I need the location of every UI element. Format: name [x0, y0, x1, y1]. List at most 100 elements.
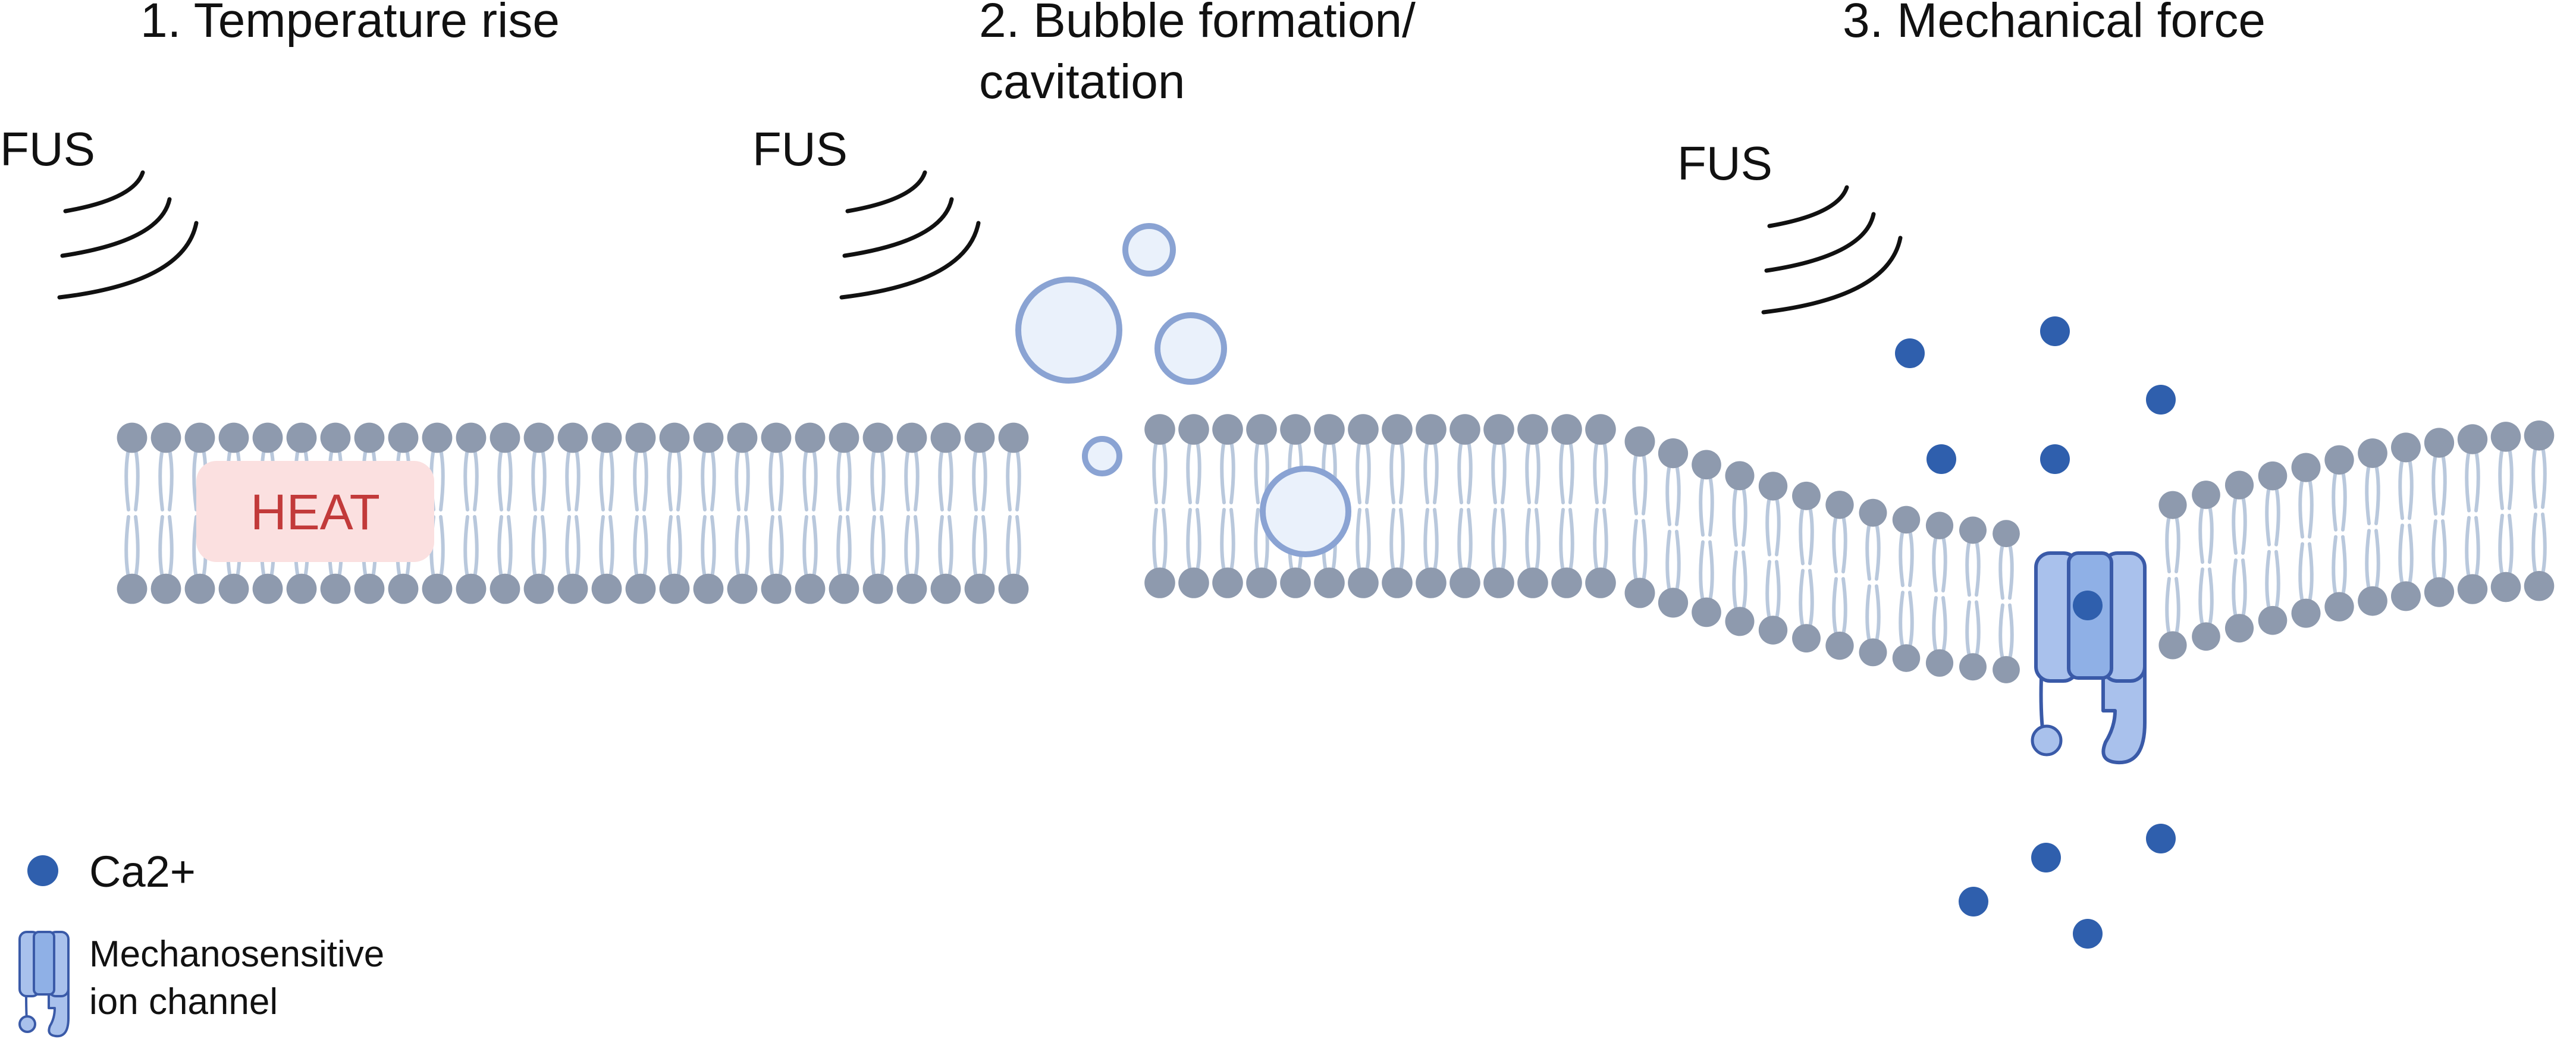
- lipid-head: [320, 573, 351, 604]
- lipid-tail: [134, 451, 140, 511]
- lipid-tail: [1708, 540, 1714, 599]
- lipid-head: [218, 422, 249, 453]
- lipid-tail: [1742, 550, 1747, 609]
- lipid-tail: [2398, 523, 2404, 583]
- lipid-head: [896, 573, 927, 604]
- lipid-tail: [1593, 508, 1599, 570]
- lipid-tail: [1525, 508, 1531, 570]
- lipid-head: [1517, 567, 1548, 598]
- lipid-head: [1551, 567, 1582, 598]
- lipid-tail: [1186, 508, 1192, 570]
- lipid-head: [1758, 472, 1788, 501]
- lipid-head: [2192, 622, 2220, 651]
- lipid-head: [1792, 624, 1821, 653]
- lipid-tail: [870, 515, 876, 576]
- lipid-head: [1993, 520, 2020, 548]
- lipid-tail: [947, 515, 953, 576]
- lipid-tail: [2531, 512, 2537, 573]
- lipid-head: [2158, 631, 2187, 660]
- lipid-head: [1925, 511, 1954, 539]
- lipid-tail: [1254, 442, 1260, 504]
- lipid-tail: [2341, 472, 2347, 532]
- lipid-tail: [1675, 529, 1681, 590]
- lipid-head: [1585, 567, 1616, 598]
- lipid-tail: [1965, 542, 1971, 597]
- lipid-head: [2490, 572, 2521, 602]
- fus-label-3: FUS: [1677, 137, 1772, 190]
- calcium-ion-icon: [27, 855, 58, 886]
- lipid-tail: [497, 515, 503, 576]
- lipid-head: [1758, 616, 1788, 645]
- lipid-head: [1314, 414, 1345, 445]
- lipid-tail: [1152, 442, 1158, 504]
- lipid-tail: [1775, 498, 1781, 557]
- lipid-head: [2457, 424, 2488, 454]
- lipid-head: [1416, 567, 1447, 598]
- lipid-head: [1692, 597, 1721, 627]
- lipid-tail: [1732, 488, 1738, 547]
- lipid-head: [659, 573, 690, 604]
- lipid-head: [117, 422, 148, 453]
- lipid-tail: [768, 515, 774, 576]
- lipid-tail: [2241, 497, 2247, 555]
- lipid-tail: [1196, 508, 1201, 570]
- lipid-head: [2358, 438, 2387, 468]
- lipid-tail: [1162, 508, 1168, 570]
- lipid-tail: [914, 515, 920, 576]
- lipid-tail: [531, 515, 537, 576]
- lipid-tail: [1665, 466, 1671, 526]
- lipid-head: [727, 573, 758, 604]
- lipid-tail: [1220, 508, 1226, 570]
- lipid-tail: [1220, 442, 1226, 504]
- lipid-tail: [1568, 442, 1574, 504]
- lipid-tail: [1389, 442, 1395, 504]
- lipid-tail: [1433, 442, 1439, 504]
- lipid-head: [1246, 414, 1277, 445]
- lipid-head: [218, 573, 249, 604]
- lipid-tail: [880, 515, 886, 576]
- panel-3-title: 3. Mechanical force: [1843, 0, 2266, 48]
- lipid-head: [150, 422, 181, 453]
- lipid-head: [354, 573, 385, 604]
- lipid-tail: [1899, 532, 1904, 588]
- lipid-head: [2424, 428, 2455, 458]
- lipid-tail: [836, 451, 842, 511]
- lipid-tail: [1535, 508, 1540, 570]
- lipid-head: [1382, 414, 1413, 445]
- lipid-tail: [1675, 466, 1681, 526]
- lipid-head: [456, 573, 487, 604]
- lipid-head: [795, 573, 826, 604]
- lipid-head: [2524, 570, 2555, 601]
- lipid-tail: [1365, 508, 1371, 570]
- lipid-tail: [2408, 460, 2414, 520]
- bubble-icon: [1122, 223, 1176, 277]
- lipid-tail: [1765, 498, 1771, 557]
- lipid-head: [862, 573, 893, 604]
- lipid-tail: [575, 515, 581, 576]
- lipid-head: [286, 422, 317, 453]
- lipid-head: [693, 573, 724, 604]
- ion-channel-icon: [18, 931, 70, 1038]
- lipid-tail: [938, 451, 944, 511]
- lipid-head: [1449, 567, 1480, 598]
- lipid-tail: [565, 451, 571, 511]
- lipid-head: [1658, 438, 1689, 469]
- lipid-head: [2258, 461, 2288, 491]
- lipid-tail: [575, 451, 581, 511]
- lipid-head: [795, 422, 826, 453]
- lipid-tail: [981, 451, 987, 511]
- lipid-tail: [1457, 508, 1463, 570]
- lipid-tail: [1632, 519, 1638, 580]
- lipid-tail: [507, 515, 513, 576]
- lipid-tail: [599, 451, 605, 511]
- lipid-tail: [981, 515, 987, 576]
- lipid-tail: [2398, 460, 2404, 520]
- lipid-head: [252, 422, 283, 453]
- lipid-tail: [744, 451, 750, 511]
- lipid-head: [1144, 567, 1175, 598]
- lipid-head: [998, 422, 1029, 453]
- lipid-tail: [1875, 525, 1881, 581]
- calcium-ions: [1895, 316, 2176, 949]
- lipid-tail: [168, 451, 174, 511]
- lipid-tail: [1399, 442, 1405, 504]
